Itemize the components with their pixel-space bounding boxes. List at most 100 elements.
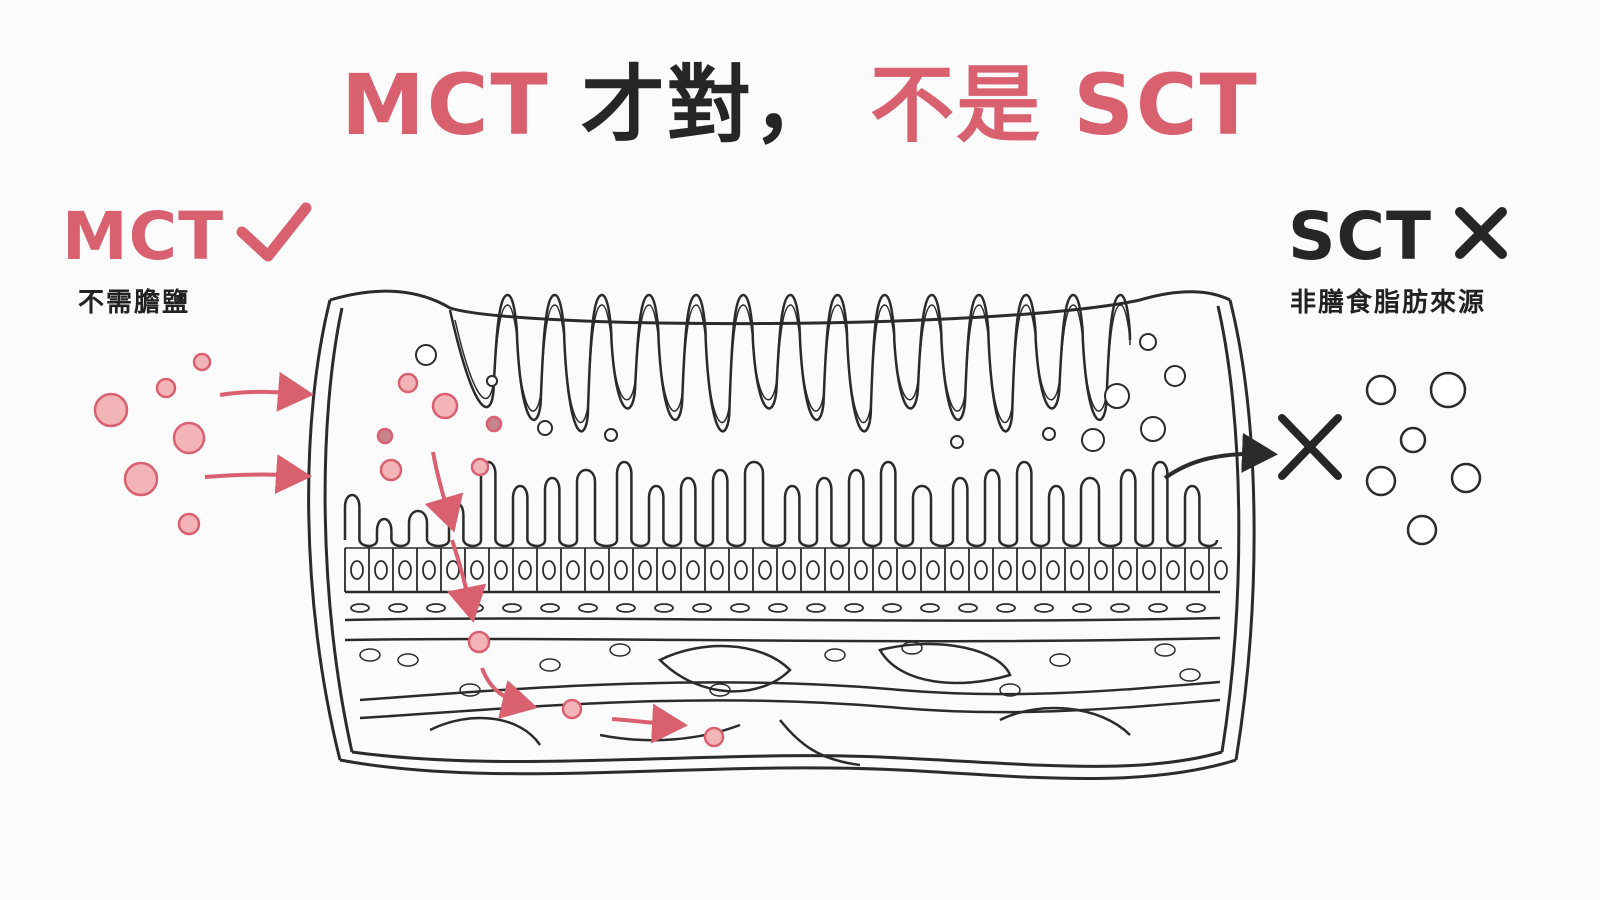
membrane-nucleus [768, 603, 788, 613]
cell-nucleus [1142, 560, 1156, 580]
mct-absorbed-particles [376, 372, 725, 748]
cell-nucleus [542, 560, 556, 580]
cell-nucleus [1190, 560, 1204, 580]
check-icon [236, 202, 312, 262]
sct-blocked-arrow [1163, 432, 1278, 480]
cell-nucleus [398, 560, 412, 580]
cell-nucleus [614, 560, 628, 580]
cell-nucleus [686, 560, 700, 580]
membrane-nucleus [1148, 603, 1168, 613]
membrane-nucleus [1072, 603, 1092, 613]
cell-nucleus [950, 560, 964, 580]
villi-outline [343, 460, 1219, 548]
title-not-sct: 不是 SCT [870, 56, 1259, 154]
cell-nucleus [662, 560, 676, 580]
membrane-nucleus [388, 603, 408, 613]
cell-nucleus [590, 560, 604, 580]
epithelial-cells [344, 548, 1228, 613]
lumen-particle [604, 428, 618, 442]
lumen-particle [415, 344, 437, 366]
cell-nucleus [1094, 560, 1108, 580]
cell-nucleus [422, 560, 436, 580]
membrane-nucleus [464, 603, 484, 613]
tissue-nucleus [1049, 653, 1071, 667]
intestine-wall [307, 289, 1256, 781]
cell-nucleus [710, 560, 724, 580]
cell-nucleus [734, 560, 748, 580]
cell-nucleus [830, 560, 844, 580]
lumen-particle [1140, 416, 1166, 442]
cell-nucleus [638, 560, 652, 580]
membrane-nucleus [1186, 603, 1206, 613]
sct-subtitle: 非膳食脂肪來源 [1290, 288, 1487, 318]
tissue-nucleus [901, 641, 923, 655]
tissue-nucleus [609, 643, 631, 657]
cell-nucleus [1214, 560, 1228, 580]
lumen-particle [537, 420, 553, 436]
membrane-nucleus [616, 603, 636, 613]
tissue-nucleus [359, 648, 381, 662]
lumen-particle [1139, 333, 1157, 351]
tissue-nucleus [539, 658, 561, 672]
lumen-particle [950, 435, 964, 449]
mct-particles [93, 352, 212, 536]
cell-nucleus [758, 560, 772, 580]
sct-particles [1365, 371, 1482, 546]
membrane-nucleus [540, 603, 560, 613]
cell-nucleus [566, 560, 580, 580]
cell-nucleus [806, 560, 820, 580]
title-mct: MCT [341, 56, 550, 154]
tissue-nucleus [824, 648, 846, 662]
fold-inner-outline [454, 304, 1131, 424]
cell-nucleus [350, 560, 364, 580]
x-icon [1455, 207, 1507, 259]
cell-nucleus [878, 560, 892, 580]
lumen-particle [1081, 428, 1105, 452]
membrane-nucleus [350, 603, 370, 613]
lumen-particles [415, 333, 1186, 452]
mct-absorption-arrows [424, 451, 688, 744]
cell-nucleus [1046, 560, 1060, 580]
cell-nucleus [926, 560, 940, 580]
lumen-particle [1104, 383, 1130, 409]
villi-layer [343, 460, 1222, 549]
cell-nucleus [902, 560, 916, 580]
tissue-nucleus [999, 683, 1021, 697]
cell-nucleus [1118, 560, 1132, 580]
tissue-nucleus [709, 683, 731, 697]
tissue-nuclei [359, 641, 1201, 697]
mct-label: MCT [62, 198, 225, 275]
membrane-nucleus [578, 603, 598, 613]
membrane-nucleus [1034, 603, 1054, 613]
membrane-nucleus [996, 603, 1016, 613]
membrane-nucleus [730, 603, 750, 613]
cell-nucleus [446, 560, 460, 580]
cell-nucleus [1166, 560, 1180, 580]
membrane-nucleus [654, 603, 674, 613]
membrane-nucleus [692, 603, 712, 613]
membrane-nucleus [426, 603, 446, 613]
cell-nucleus [854, 560, 868, 580]
membrane-nucleus [1110, 603, 1130, 613]
cell-nucleus [1022, 560, 1036, 580]
cell-nucleus [494, 560, 508, 580]
lumen-particle [486, 375, 498, 387]
page-title: MCT 才對， 不是 SCT [0, 38, 1600, 159]
cell-nucleus [374, 560, 388, 580]
membrane-nucleus [882, 603, 902, 613]
membrane-nucleus [920, 603, 940, 613]
lumen-particle [1042, 427, 1056, 441]
tissue-nucleus [1154, 643, 1176, 657]
mct-entry-arrows [204, 371, 314, 495]
membrane-nucleus [958, 603, 978, 613]
sct-label: SCT [1288, 198, 1432, 275]
cell-nucleus [782, 560, 796, 580]
mct-subtitle: 不需膽鹽 [78, 288, 191, 318]
membrane-nucleus [844, 603, 864, 613]
mucosal-folds [448, 293, 1132, 433]
cell-nucleus [470, 560, 484, 580]
tissue-nucleus [1179, 668, 1201, 682]
cell-nucleus [518, 560, 532, 580]
cell-nucleus [1070, 560, 1084, 580]
